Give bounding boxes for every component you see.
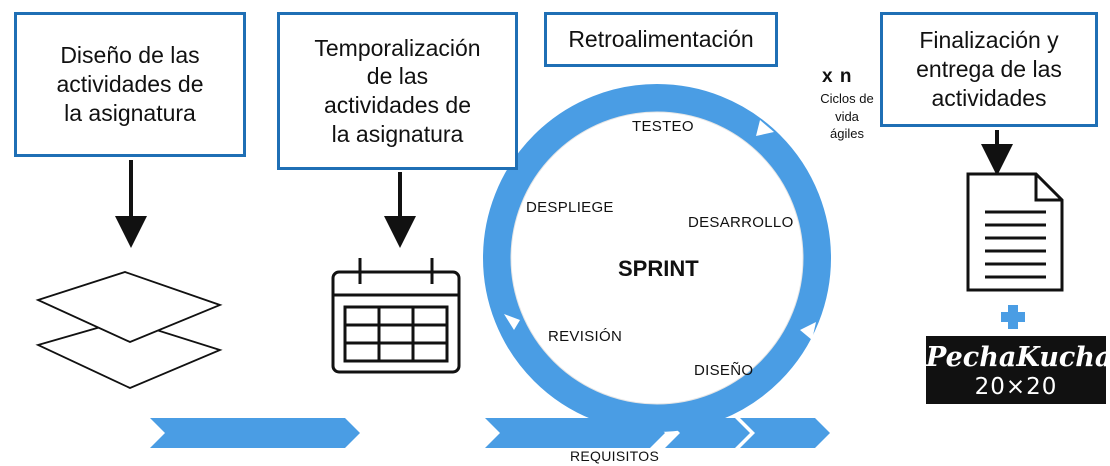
plus-icon: [1001, 305, 1025, 329]
document-icon: [966, 172, 1064, 292]
final-delivery-box: Finalización y entrega de las actividade…: [880, 12, 1098, 127]
bottom-chevron-band: [150, 418, 830, 448]
cycle-multiplier-note: Ciclos de vida ágiles: [820, 91, 874, 142]
pechakucha-format: 20×20: [974, 374, 1058, 400]
feedback-box: Retroalimentación: [544, 12, 778, 67]
cycle-multiplier: x n: [822, 66, 853, 87]
timing-activities-box: Temporalización de las actividades de la…: [277, 12, 518, 170]
pechakucha-name: PechaKucha: [926, 342, 1110, 373]
stage-despliege: DESPLIEGE: [526, 199, 614, 216]
stage-revision: REVISIÓN: [548, 328, 623, 345]
stage-testeo: TESTEO: [632, 118, 694, 135]
layers-icon: [35, 271, 223, 389]
stage-diseno: DISEÑO: [694, 362, 754, 379]
sprint-label: SPRINT: [618, 256, 699, 281]
calendar-icon: [331, 258, 461, 374]
sprint-cycle-ring: [483, 84, 831, 432]
pechakucha-logo: PechaKucha 20×20: [926, 336, 1110, 404]
stage-requisitos: REQUISITOS: [570, 448, 660, 464]
stage-desarrollo: DESARROLLO: [688, 214, 794, 231]
design-activities-box: Diseño de las actividades de la asignatu…: [14, 12, 246, 157]
